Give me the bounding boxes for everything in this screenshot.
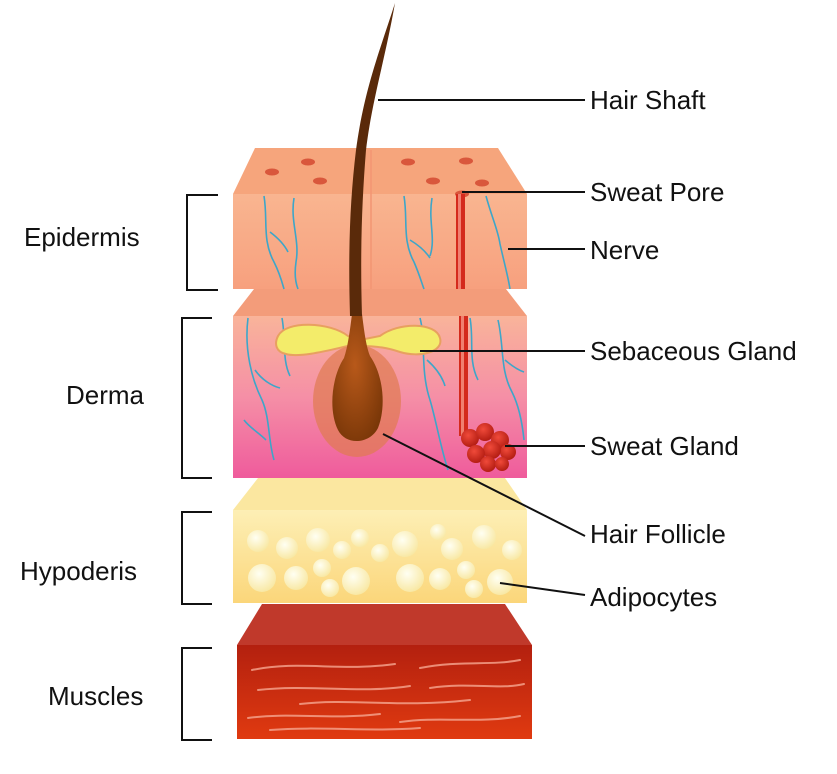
muscle-top-face: [237, 604, 532, 645]
label-epidermis: Epidermis: [24, 222, 140, 252]
label-derma: Derma: [66, 380, 145, 410]
epidermis-layer: [233, 148, 527, 289]
bracket-muscles: [182, 648, 212, 740]
label-sweat-pore: Sweat Pore: [590, 177, 724, 207]
bracket-epidermis: [187, 195, 218, 290]
bracket-hypodermis: [182, 512, 212, 604]
label-hypodermis: Hypoderis: [20, 556, 137, 586]
label-nerve: Nerve: [590, 235, 659, 265]
label-adipocytes: Adipocytes: [590, 582, 717, 612]
muscle-layer: [237, 604, 532, 739]
bracket-derma: [182, 318, 212, 478]
derma-layer: [233, 289, 527, 478]
hypodermis-top-face: [233, 478, 527, 510]
layer-brackets: [182, 195, 218, 740]
muscle-front-face: [237, 645, 532, 739]
label-hair-shaft: Hair Shaft: [590, 85, 706, 115]
hypodermis-layer: [233, 478, 527, 603]
label-muscles: Muscles: [48, 681, 143, 711]
derma-top-face: [233, 289, 527, 316]
epidermis-front-face: [233, 194, 527, 289]
label-hair-follicle: Hair Follicle: [590, 519, 726, 549]
label-sweat-gland: Sweat Gland: [590, 431, 739, 461]
label-sebaceous-gland: Sebaceous Gland: [590, 336, 797, 366]
